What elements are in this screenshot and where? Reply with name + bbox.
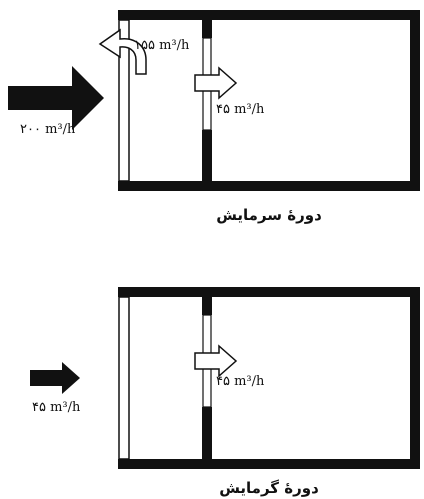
cooling-partition-bottom [202,130,212,181]
heating-inlet-label: ۴۵ m³/h [32,400,81,415]
heating-partition-top [202,297,212,315]
heating-diagram: ۴۵ m³/h ۴۵ m³/h دورهٔ گرمایش [30,287,420,497]
heating-partition-bottom [202,407,212,459]
cooling-transfer-arrow-icon [194,66,238,100]
heating-caption: دورهٔ گرمایش [219,479,319,497]
heating-left-window-wall [118,296,130,460]
cooling-outlet-curved-arrow-icon [98,28,147,75]
heating-transfer-arrow-icon [194,344,238,378]
cooling-outlet-label: ۱۵۵ m³/h [134,38,190,53]
cooling-roof-wall [118,10,420,20]
cooling-inlet-label: ۲۰۰ m³/h [20,122,76,137]
heating-inlet-arrow-icon [30,362,80,394]
cooling-inlet-arrow-icon [8,66,104,130]
cooling-floor-wall [118,181,420,191]
heating-transfer-label: ۴۵ m³/h [216,374,265,389]
cooling-caption: دورهٔ سرمایش [216,206,322,224]
heating-floor-wall [118,459,420,469]
heating-roof-wall [118,287,420,297]
cooling-transfer-label: ۴۵ m³/h [216,102,265,117]
cooling-left-window-wall [118,19,130,182]
cooling-diagram: ۲۰۰ m³/h ۱۵۵ m³/h ۴۵ m³/h دورهٔ سرمایش [8,10,420,224]
heating-right-wall [410,287,420,469]
cooling-right-wall [410,10,420,191]
cooling-partition-top [202,20,212,38]
